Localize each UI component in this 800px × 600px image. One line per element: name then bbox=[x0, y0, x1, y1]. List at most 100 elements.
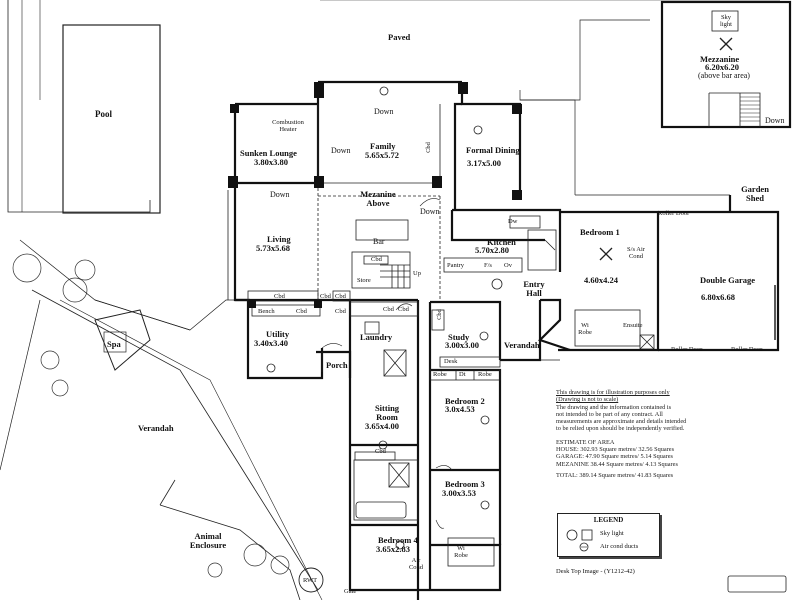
sunken-lounge-dims: 3.80x3.80 bbox=[254, 157, 288, 167]
roller-door-bottom-right: Roller Door bbox=[731, 346, 763, 353]
formal-dining-name: Formal Dining bbox=[466, 145, 520, 155]
disclaimer-line-1: This drawing is for illustration purpose… bbox=[556, 389, 670, 396]
bedroom3-dims: 3.00x3.53 bbox=[442, 488, 476, 498]
formal-dining-cbd: Cbd bbox=[424, 142, 432, 153]
cbd-bathroom: Cbd bbox=[375, 448, 386, 455]
sunken-down-2: Down bbox=[270, 190, 290, 199]
rwt-label: RWT bbox=[303, 577, 318, 584]
stairs-up-label: Up bbox=[413, 270, 421, 277]
roller-door-top: Roller Door bbox=[658, 210, 690, 217]
bedroom1-name: Bedroom 1 bbox=[580, 227, 620, 237]
study-dims: 3.00x3.00 bbox=[445, 340, 479, 350]
living-name: Living bbox=[267, 234, 291, 244]
verandah-west-label: Verandah bbox=[138, 423, 174, 433]
mezzanine-skylight-label: Sky light bbox=[720, 14, 732, 28]
roller-door-bottom-left: Roller Door bbox=[671, 346, 703, 353]
garden-shed-label: Garden Shed bbox=[741, 184, 769, 203]
sunken-down-1: Down bbox=[331, 146, 351, 155]
footer-label: Desk Top Image - (Y1212-42) bbox=[556, 568, 635, 575]
kitchen-down: Down bbox=[420, 207, 440, 216]
cbd-laundry-3: Cbd bbox=[398, 306, 409, 313]
legend-box: LEGEND Sky light Air cond ducts bbox=[557, 513, 660, 557]
cbd-living-2: Cbd bbox=[320, 293, 331, 300]
kitchen-name: Kitchen bbox=[487, 237, 516, 247]
estimate-total: TOTAL: 389.14 Square metres/ 41.83 Squar… bbox=[556, 471, 674, 479]
paved-label: Paved bbox=[388, 32, 411, 42]
cbd-utility: Cbd bbox=[296, 308, 307, 315]
air-cond-label: Air Cond bbox=[408, 557, 424, 571]
ensuite-label: Ensuite bbox=[623, 322, 643, 329]
mezanine-above-label: Mezanine Above bbox=[360, 189, 396, 208]
bedroom2-name: Bedroom 2 bbox=[445, 396, 485, 406]
cbd-store: Cbd bbox=[371, 256, 382, 263]
disclaimer-line-4: not intended to be part of any contract.… bbox=[556, 410, 663, 418]
utility-name: Utility bbox=[266, 329, 290, 339]
disclaimer-line-3: The drawing and the information containe… bbox=[556, 403, 672, 411]
rwt-tank bbox=[298, 567, 324, 593]
store-label: Store bbox=[357, 277, 371, 284]
oven-label: Ov bbox=[504, 262, 512, 269]
legend-skylight: Sky light bbox=[600, 530, 624, 537]
bedroom2-robe-2: Robe bbox=[478, 371, 492, 378]
bedroom2-robe-1: Robe bbox=[433, 371, 447, 378]
sitting-room-dims: 3.65x4.00 bbox=[365, 421, 399, 431]
cbd-laundry-1: Cbd bbox=[335, 308, 346, 315]
disclaimer-line-2: (Drawing is not to scale) bbox=[556, 396, 619, 404]
ensuite-robe-label: Wi Robe bbox=[578, 322, 592, 336]
study-cbd: Cbd bbox=[435, 309, 443, 320]
bedroom4-name: Bedroom 4 bbox=[378, 535, 418, 545]
legend-aircon: Air cond ducts bbox=[600, 543, 639, 550]
utility-dims: 3.40x3.40 bbox=[254, 338, 288, 348]
kitchen-dims: 5.70x2.80 bbox=[475, 245, 509, 255]
bedroom3-name: Bedroom 3 bbox=[445, 479, 485, 489]
study-name: Study bbox=[448, 332, 470, 342]
pantry-label: Pantry bbox=[447, 262, 464, 269]
bedroom4-dims: 3.65x2.83 bbox=[376, 544, 410, 554]
bedroom2-dims: 3.0x4.53 bbox=[445, 404, 475, 414]
mezzanine-outline bbox=[660, 0, 792, 129]
bench-label: Bench bbox=[258, 308, 275, 315]
skylight-symbol-icon bbox=[566, 529, 593, 541]
bedroom1-dims: 4.60x4.24 bbox=[584, 275, 618, 285]
kitchen-dw: Dw bbox=[508, 218, 518, 225]
estimate-mezanine: MEZANINE 38.44 Square metres/ 4.13 Squar… bbox=[556, 460, 678, 468]
family-dims: 5.65x5.72 bbox=[365, 150, 399, 160]
pool-outline bbox=[62, 24, 161, 214]
sunken-lounge-name: Sunken Lounge bbox=[240, 148, 297, 158]
bedroom4-robe-label: Wi Robe bbox=[454, 545, 468, 559]
entry-hall-label: Entry Hall bbox=[523, 279, 545, 298]
estimate-garage: GARAGE: 47.90 Square metres/ 5.14 Square… bbox=[556, 453, 673, 461]
gate-label: Gate bbox=[344, 588, 357, 595]
spa-label: Spa bbox=[107, 339, 121, 349]
verandah-east-label: Verandah bbox=[504, 340, 540, 350]
legend-title: LEGEND bbox=[593, 516, 624, 524]
mezzanine-name: Mezzanine bbox=[700, 54, 740, 64]
sitting-room-name: Sitting Room bbox=[374, 403, 400, 422]
disclaimer-line-5: measurements are approximate and details… bbox=[556, 418, 687, 426]
combustion-heater-label: Combustion Heater bbox=[272, 119, 304, 133]
double-garage-dims: 6.80x6.68 bbox=[701, 292, 735, 302]
aircon-duct-symbol-icon bbox=[579, 542, 589, 552]
bedroom1-aircon: S/s Air Cond bbox=[627, 246, 645, 260]
mezzanine-down: Down bbox=[765, 116, 785, 125]
mezzanine-note: (above bar area) bbox=[698, 71, 750, 80]
family-down: Down bbox=[374, 107, 394, 116]
pool-label: Pool bbox=[95, 109, 112, 119]
porch-label: Porch bbox=[326, 360, 348, 370]
bar-label: Bar bbox=[373, 237, 385, 246]
cbd-living-3: Cbd bbox=[335, 293, 346, 300]
cbd-laundry-2: Cbd bbox=[383, 306, 394, 313]
disclaimer-line-6: to be relied upon should be independentl… bbox=[556, 425, 685, 433]
study-desk: Desk bbox=[444, 358, 458, 365]
bedroom2-dt: Dt bbox=[459, 371, 466, 378]
estimate-title: ESTIMATE OF AREA bbox=[556, 438, 615, 446]
laundry-label: Laundry bbox=[360, 332, 393, 342]
animal-enclosure-label: Animal Enclosure bbox=[189, 531, 227, 550]
mezzanine-dims: 6.20x6.20 bbox=[705, 62, 739, 72]
formal-dining-dims: 3.17x5.00 bbox=[467, 158, 501, 168]
family-name: Family bbox=[370, 141, 396, 151]
living-dims: 5.73x5.68 bbox=[256, 243, 290, 253]
disclaimer-notes: This drawing is for illustration purpose… bbox=[556, 389, 686, 479]
